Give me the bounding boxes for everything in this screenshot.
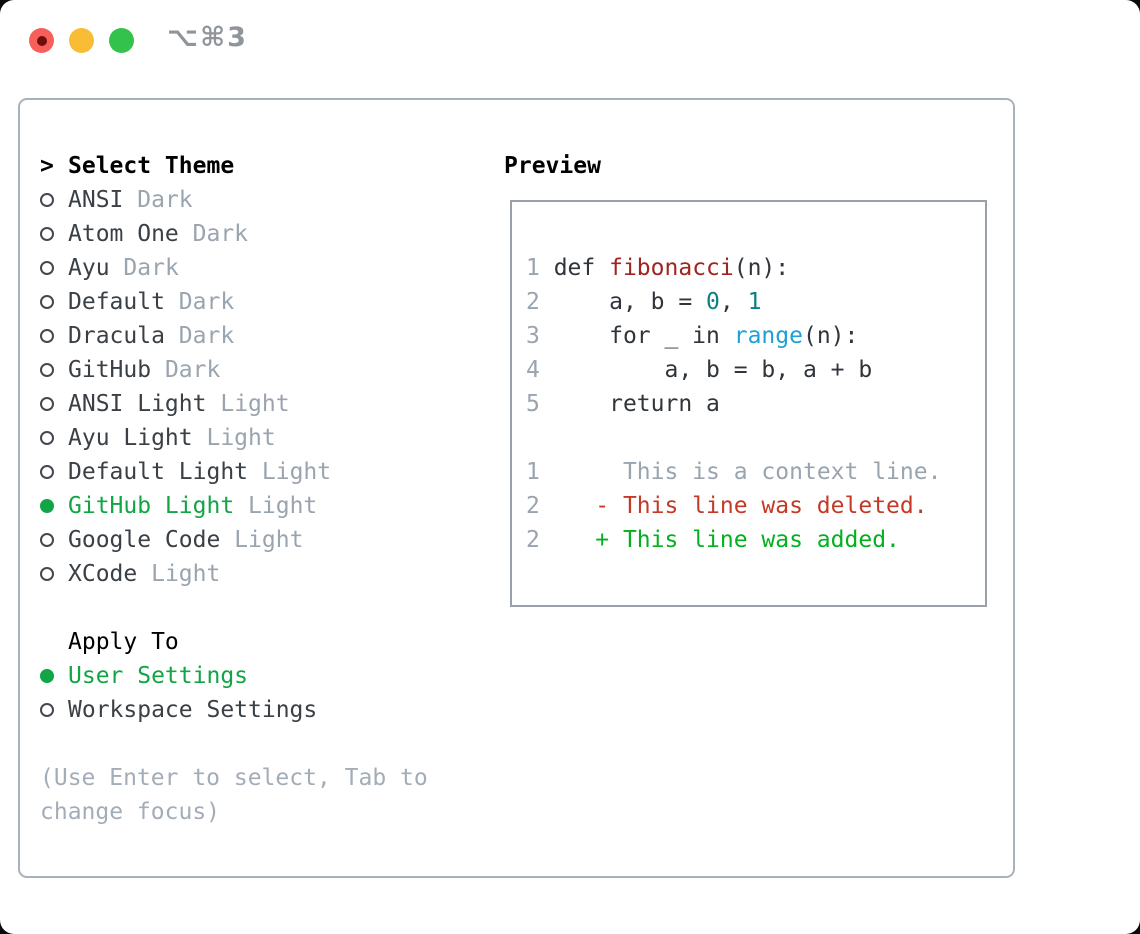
apply-to-header: Apply To: [40, 625, 504, 659]
code-line-1: 1 def fibonacci(n):: [526, 255, 790, 281]
theme-option-github-dark[interactable]: GitHub Dark: [40, 353, 504, 387]
radio-icon: [40, 421, 68, 455]
spacer: [40, 727, 504, 761]
diff-context-line: 1 This is a context line.: [526, 455, 985, 489]
keyboard-hint-line-2: change focus): [40, 799, 221, 825]
context-text: This is a context line.: [622, 459, 942, 485]
theme-option-ansi-light[interactable]: ANSI Light Light: [40, 387, 504, 421]
number-token: 1: [747, 289, 762, 315]
line-number: 1: [526, 459, 540, 485]
diff-deleted-line: 2 - This line was deleted.: [526, 489, 985, 523]
line-number: 5: [526, 391, 540, 417]
theme-option-dracula-dark[interactable]: Dracula Dark: [40, 319, 504, 353]
preview-column: Preview 1 def fibonacci(n): 2 a, b = 0, …: [504, 149, 1013, 876]
preview-title: Preview: [504, 153, 601, 179]
radio-icon: [40, 285, 68, 319]
radio-icon: [40, 455, 68, 489]
select-theme-label: Select Theme: [68, 153, 235, 179]
radio-icon: [40, 693, 68, 727]
theme-option-default-dark[interactable]: Default Dark: [40, 285, 504, 319]
theme-list-column: > Select Theme ANSI Dark Atom One Dark Ay…: [40, 149, 504, 876]
theme-option-ayu-light[interactable]: Ayu Light Light: [40, 421, 504, 455]
diff-added-line: 2 + This line was added.: [526, 523, 985, 557]
radio-selected-icon: [40, 659, 68, 693]
line-number: 3: [526, 323, 540, 349]
theme-option-default-light[interactable]: Default Light Light: [40, 455, 504, 489]
code-line-3: 3 for _ in range(n):: [526, 323, 859, 349]
radio-icon: [40, 523, 68, 557]
radio-icon: [40, 353, 68, 387]
minimize-button[interactable]: [69, 28, 94, 53]
theme-option-github-light-selected[interactable]: GitHub Light Light: [40, 489, 504, 523]
close-button[interactable]: [29, 28, 54, 53]
theme-option-google-code-light[interactable]: Google Code Light: [40, 523, 504, 557]
radio-icon: [40, 217, 68, 251]
radio-icon: [40, 251, 68, 285]
line-number: 2: [526, 527, 540, 553]
radio-icon: [40, 387, 68, 421]
theme-picker-panel: > Select Theme ANSI Dark Atom One Dark Ay…: [18, 98, 1015, 878]
traffic-lights: [29, 28, 134, 53]
window-title: ⌥⌘3: [167, 22, 248, 53]
prompt-caret-icon: >: [40, 153, 54, 179]
code-line-4: 4 a, b = b, a + b: [526, 357, 873, 383]
deleted-text: - This line was deleted.: [595, 493, 928, 519]
theme-option-ayu-dark[interactable]: Ayu Dark: [40, 251, 504, 285]
code-line-5: 5 return a: [526, 391, 720, 417]
line-number: 2: [526, 289, 540, 315]
radio-icon: [40, 319, 68, 353]
line-number: 1: [526, 255, 540, 281]
radio-selected-icon: [40, 489, 68, 523]
number-token: 0: [706, 289, 720, 315]
line-number: 2: [526, 493, 540, 519]
theme-option-ansi-dark[interactable]: ANSI Dark: [40, 183, 504, 217]
line-number: 4: [526, 357, 540, 383]
radio-icon: [40, 557, 68, 591]
select-theme-header: > Select Theme: [40, 149, 504, 183]
code-line-2: 2 a, b = 0, 1: [526, 289, 762, 315]
keyboard-hint-line-1: (Use Enter to select, Tab to: [40, 765, 428, 791]
radio-icon: [40, 183, 68, 217]
theme-option-xcode-light[interactable]: XCode Light: [40, 557, 504, 591]
apply-option-user-settings[interactable]: User Settings: [40, 659, 504, 693]
spacer: [40, 591, 504, 625]
spacer: [526, 421, 985, 455]
apply-to-label: Apply To: [68, 629, 179, 655]
added-text: + This line was added.: [595, 527, 900, 553]
builtin-token: range: [733, 323, 803, 349]
zoom-button[interactable]: [109, 28, 134, 53]
apply-option-workspace-settings[interactable]: Workspace Settings: [40, 693, 504, 727]
theme-preview-box: 1 def fibonacci(n): 2 a, b = 0, 1 3 for …: [510, 200, 987, 607]
unsaved-dot-icon: [36, 35, 47, 46]
function-name-token: fibonacci: [609, 255, 734, 281]
titlebar: ⌥⌘3: [0, 0, 1140, 72]
theme-option-atom-one-dark[interactable]: Atom One Dark: [40, 217, 504, 251]
